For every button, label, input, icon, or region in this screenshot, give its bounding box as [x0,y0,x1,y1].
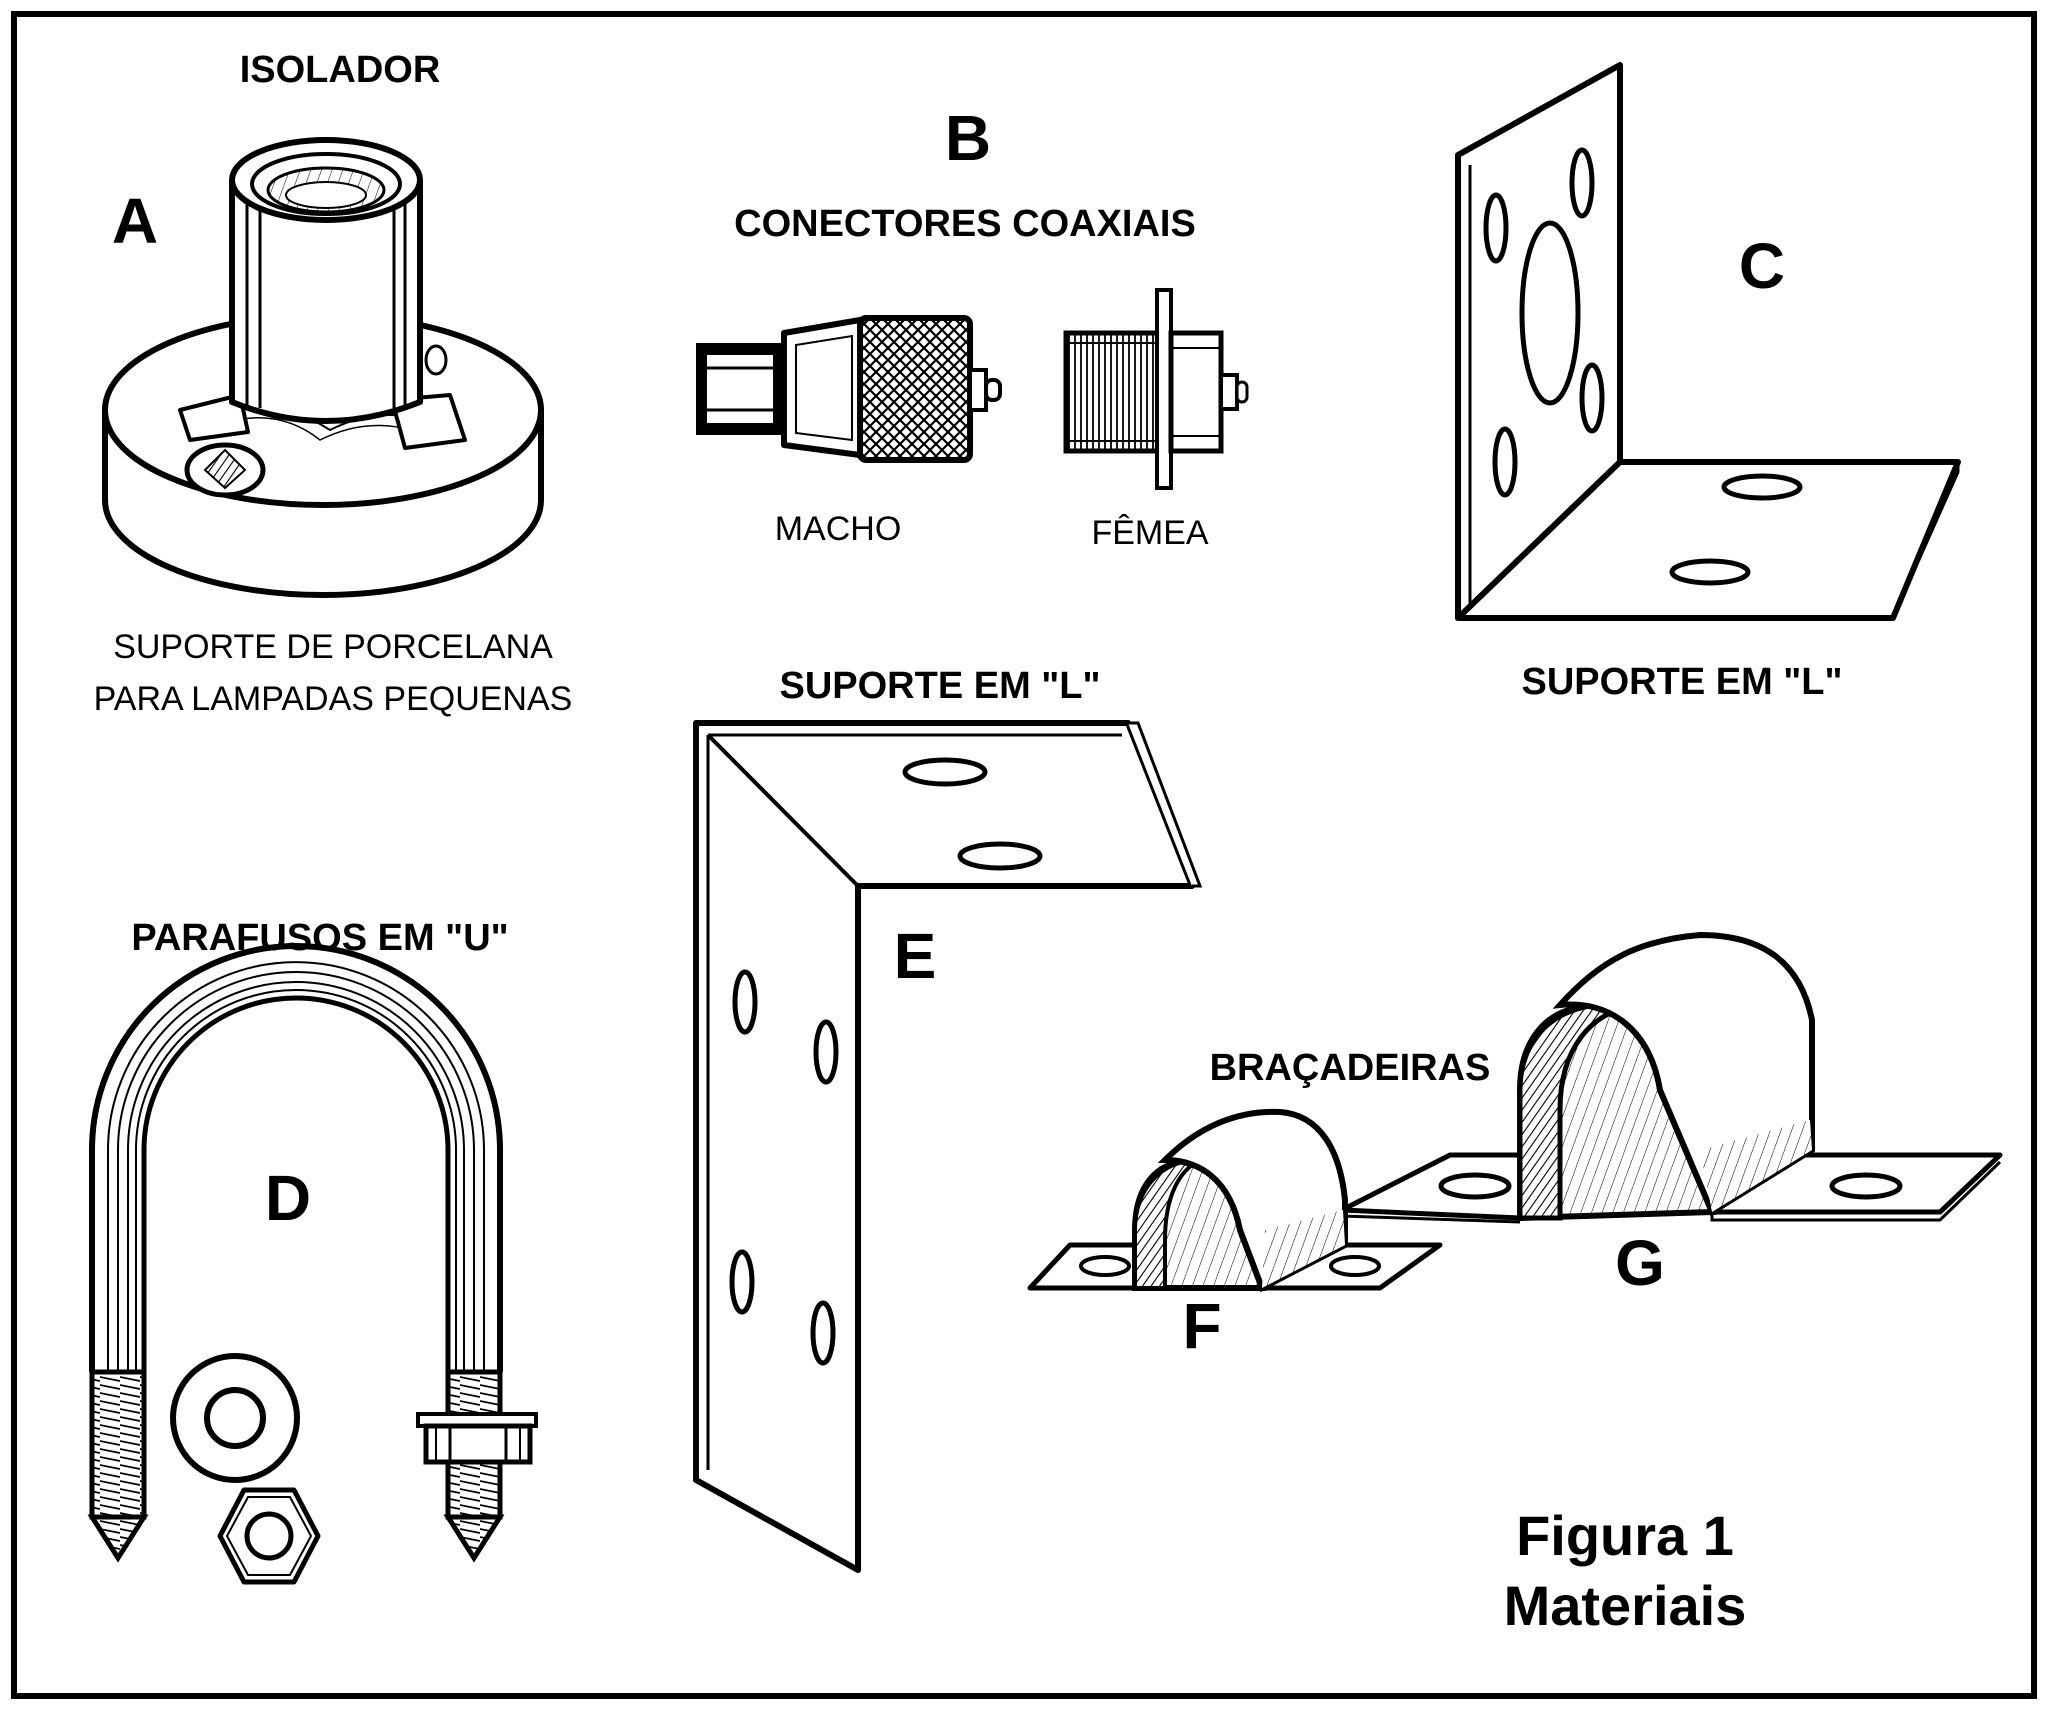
item-c-caption: SUPORTE EM "L" [1521,661,1842,703]
figure-caption-line2: Materiais [1504,1574,1747,1637]
figure-border [11,11,2037,1699]
figure-caption: Figura 1 Materiais [1504,1504,1747,1637]
item-e-l-bracket: SUPORTE EM "L" E [693,665,1203,1573]
u-bolt-illustration [87,943,538,1563]
item-c-letter: C [1739,230,1785,302]
item-a-title: ISOLADOR [240,49,441,91]
clamp-f-illustration [1027,1108,1443,1293]
item-d-u-bolts: PARAFUSOS EM "U" [87,917,538,1585]
item-g-letter: G [1615,1227,1665,1299]
item-e-title: SUPORTE EM "L" [779,665,1100,707]
item-a-caption-line1: SUPORTE DE PORCELANA [113,628,553,666]
item-e-letter: E [894,920,937,992]
male-connector-illustration [696,315,1002,463]
l-bracket-e-illustration [693,720,1203,1573]
item-a-caption-line2: PARA LAMPADAS PEQUENAS [94,680,573,718]
item-fg-clamps: BRAÇADEIRAS G [1027,931,2003,1362]
item-fg-title: BRAÇADEIRAS [1210,1047,1491,1089]
washer-illustration [170,1353,300,1483]
clamp-g-illustration [1339,931,2003,1224]
male-label: MACHO [775,510,902,548]
porcelain-holder-illustration [102,137,544,598]
figure-caption-line1: Figura 1 [1516,1504,1734,1567]
item-c-l-bracket: C SUPORTE EM "L" [1455,62,1961,703]
item-a-letter: A [112,185,158,257]
item-f-letter: F [1182,1290,1221,1362]
item-d-title: PARAFUSOS EM "U" [131,917,508,959]
item-b-title: CONECTORES COAXIAIS [734,203,1196,245]
item-b-letter: B [945,102,991,174]
l-bracket-c-illustration [1455,62,1961,621]
item-a-insulator: ISOLADOR A [94,49,573,718]
item-d-letter: D [265,1162,311,1234]
female-connector-illustration [1063,288,1249,490]
item-b-coax-connectors: B CONECTORES COAXIAIS MACHO FÊ [696,102,1249,552]
hex-nut-illustration [217,1487,321,1585]
female-label: FÊMEA [1091,514,1208,552]
